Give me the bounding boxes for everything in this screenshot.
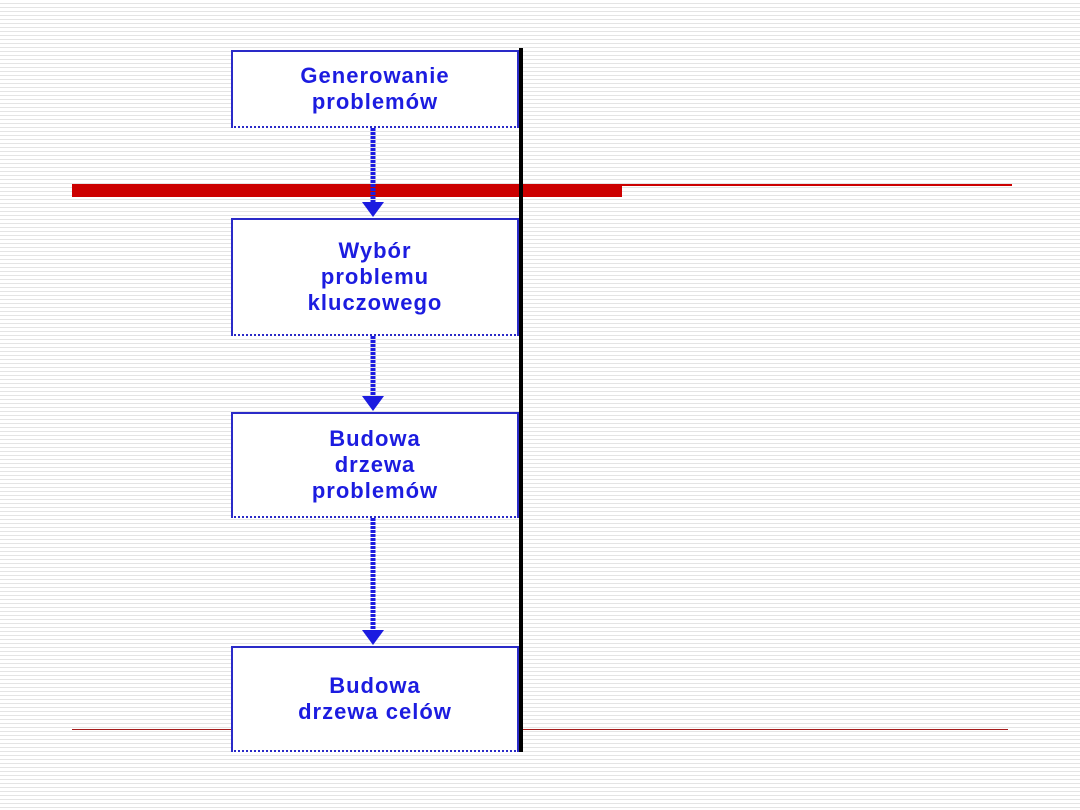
step-label-choose-key-problem: Wybór problemu kluczowego: [307, 238, 443, 315]
flow-arrow-head: [362, 396, 384, 411]
flow-arrow: [362, 518, 384, 645]
step-box-choose-key-problem: Wybór problemu kluczowego: [231, 218, 519, 336]
step-box-build-problem-tree: Budowa drzewa problemów: [231, 412, 519, 518]
step-label-build-problem-tree: Budowa drzewa problemów: [311, 426, 439, 503]
flow-arrow: [362, 336, 384, 411]
flow-arrow-head: [362, 630, 384, 645]
flow-arrow: [362, 128, 384, 217]
step-box-generate-problems: Generowanie problemów: [231, 50, 519, 128]
step-box-build-goal-tree: Budowa drzewa celów: [231, 646, 519, 752]
flow-arrow-head: [362, 202, 384, 217]
vertical-divider: [519, 48, 523, 752]
title-accent-line: [622, 184, 1012, 186]
step-label-generate-problems: Generowanie problemów: [300, 63, 450, 114]
title-accent-bar: [72, 184, 622, 197]
step-label-build-goal-tree: Budowa drzewa celów: [298, 673, 452, 724]
footer-rule: [72, 729, 1008, 730]
